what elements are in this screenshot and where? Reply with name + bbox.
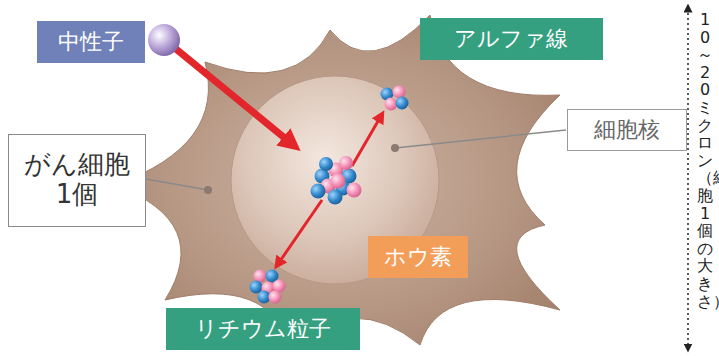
- neutron-sphere: [148, 24, 180, 56]
- label-text: リチウム粒子: [195, 316, 331, 341]
- dimension-line: [687, 8, 689, 348]
- label-text: 細胞核: [594, 117, 660, 142]
- part-label: 細胞核: [567, 109, 687, 151]
- radiation-label: アルファ線: [420, 18, 603, 60]
- label-text: 中性子: [58, 29, 124, 54]
- cancer-cell: [115, 15, 560, 348]
- leader-dot: [204, 186, 212, 194]
- leader-line: [395, 130, 566, 148]
- label-text: がん細胞 1個: [21, 150, 133, 210]
- dimension-label: 10～20ミクロン（細胞1個の大きさ）: [697, 11, 713, 310]
- particle-label: リチウム粒子: [166, 308, 360, 350]
- part-label: がん細胞 1個: [8, 134, 146, 227]
- boron-nucleus: [311, 156, 362, 205]
- alpha-particle: [381, 86, 409, 111]
- label-text: アルファ線: [454, 26, 568, 51]
- lithium-arrow: [278, 200, 322, 264]
- lithium-particle: [250, 270, 286, 304]
- leader-line: [146, 179, 208, 190]
- leader-dot: [391, 144, 399, 152]
- label-text: ホウ素: [384, 244, 452, 269]
- alpha-arrow: [352, 116, 381, 166]
- particle-label: 中性子: [37, 21, 145, 63]
- element-label: ホウ素: [368, 236, 468, 278]
- neutron-arrow: [176, 49, 292, 144]
